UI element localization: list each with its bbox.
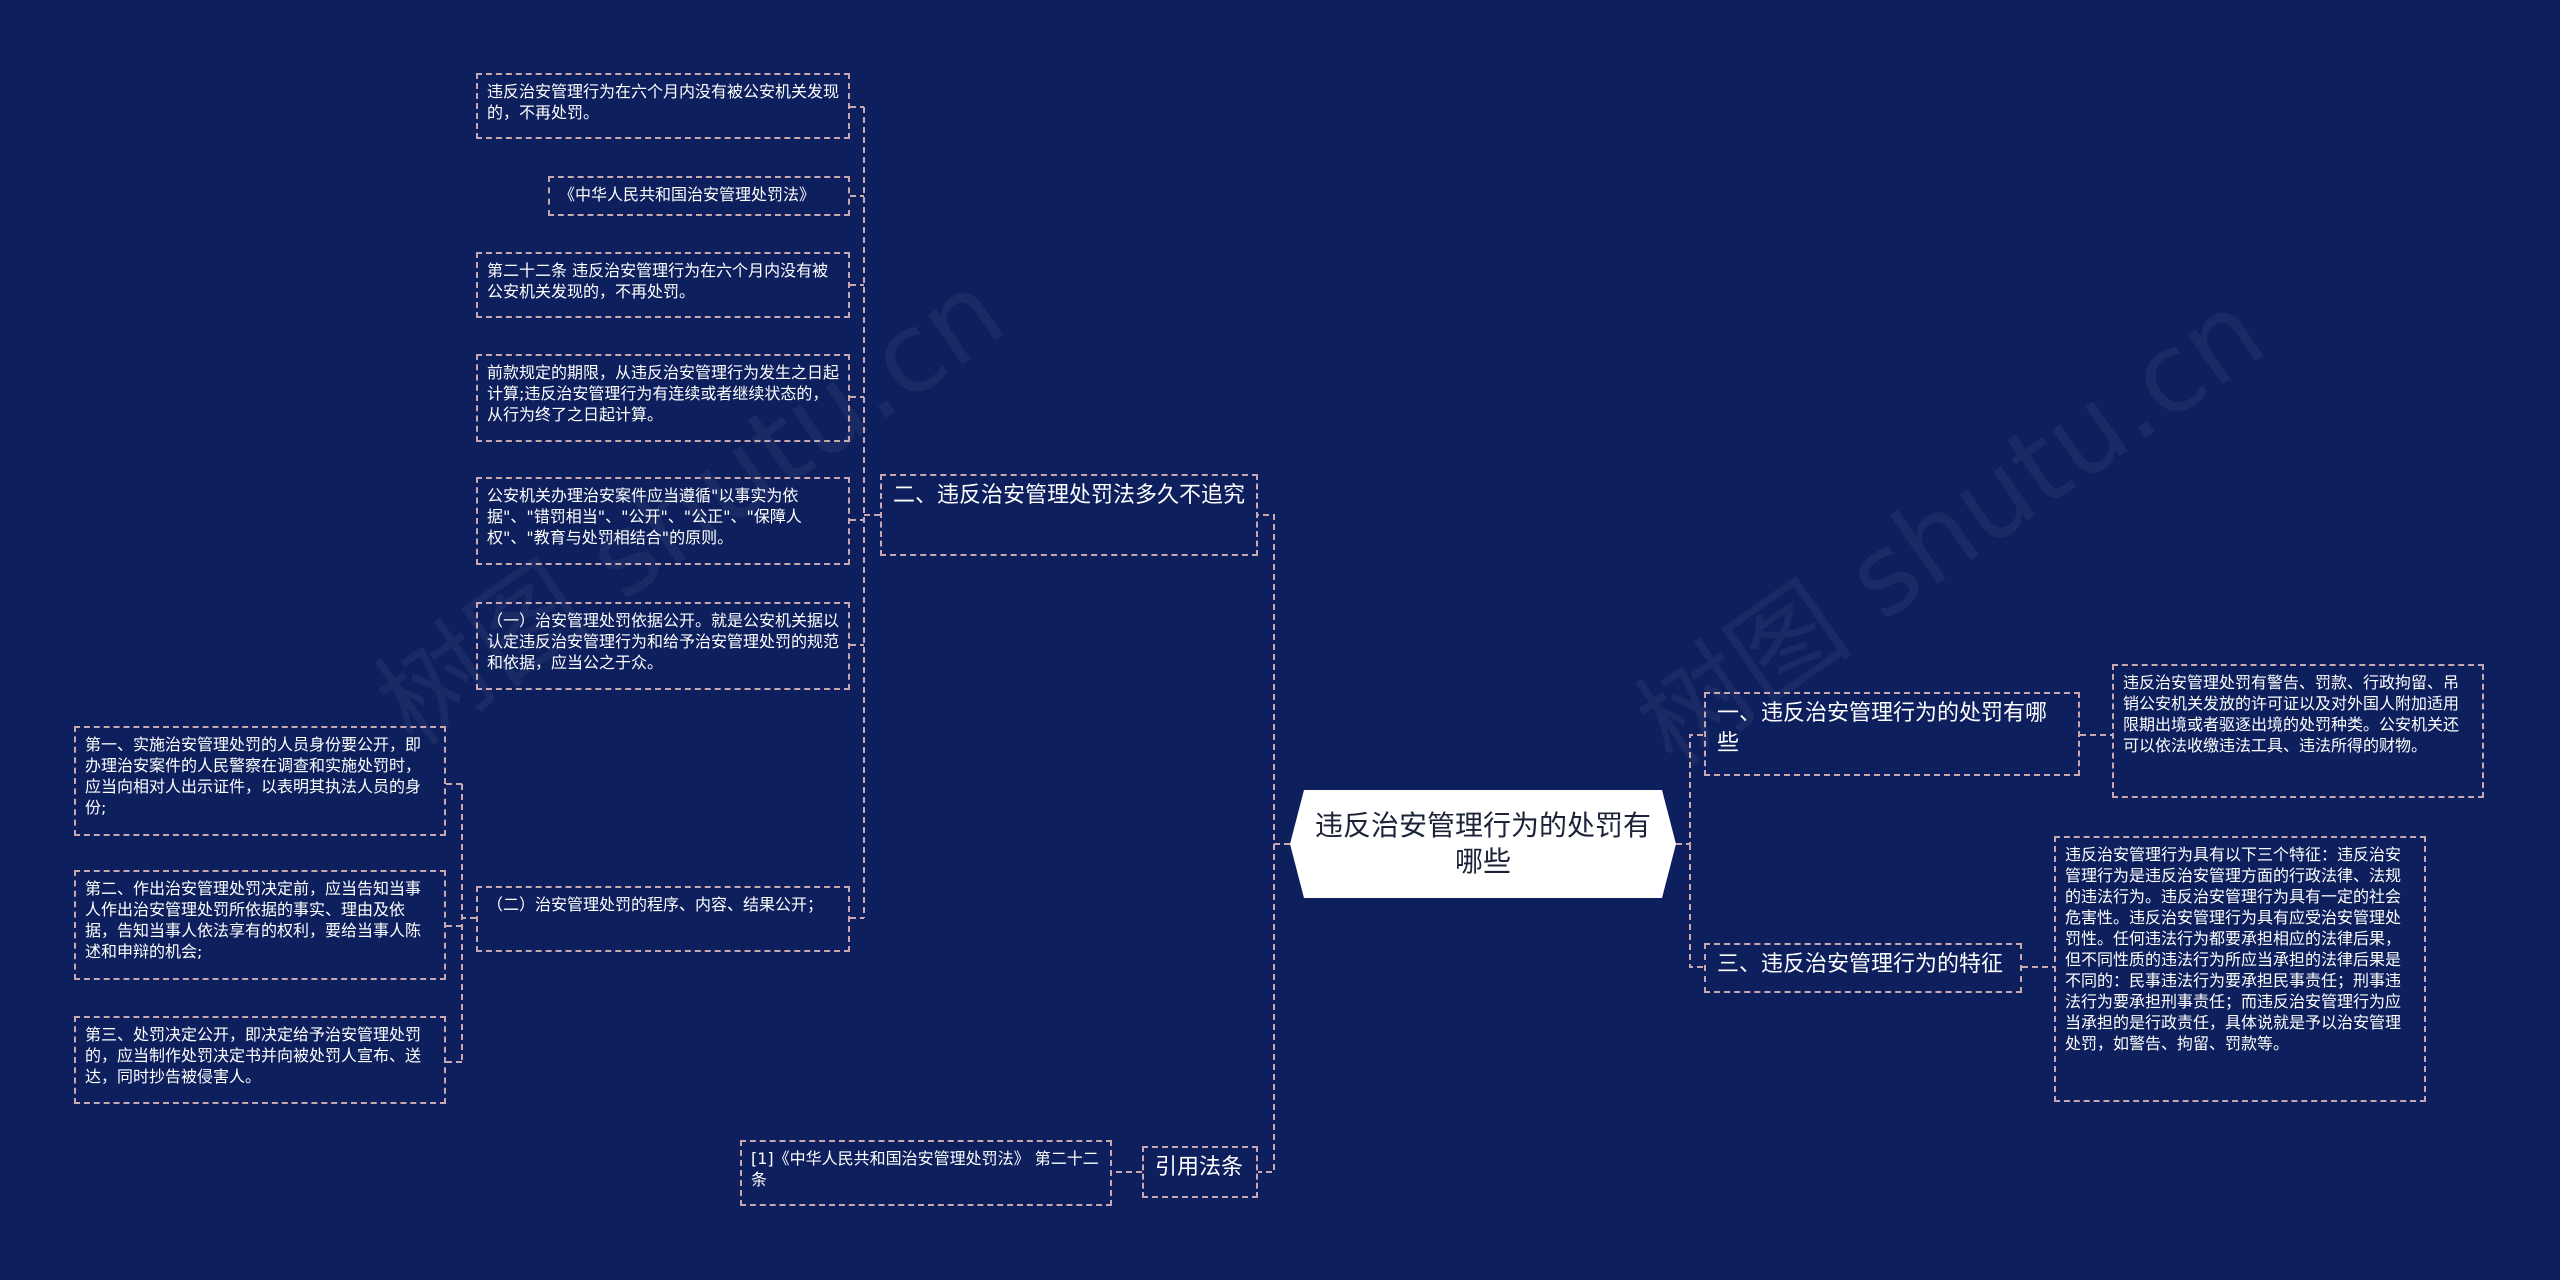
leaf-six-months[interactable]: 违反治安管理行为在六个月内没有被公安机关发现的，不再处罚。 (476, 73, 850, 139)
leaf-identity-public[interactable]: 第一、实施治安管理处罚的人员身份要公开，即办理治安案件的人民警察在调查和实施处罚… (74, 726, 446, 836)
leaf-penalty-types[interactable]: 违反治安管理处罚有警告、罚款、行政拘留、吊销公安机关发放的许可证以及对外国人附加… (2112, 664, 2484, 798)
branch-citations[interactable]: 引用法条 (1142, 1146, 1258, 1198)
leaf-principles[interactable]: 公安机关办理治安案件应当遵循"以事实为依据"、"错罚相当"、"公开"、"公正"、… (476, 477, 850, 565)
leaf-procedure-public[interactable]: （二）治安管理处罚的程序、内容、结果公开； (476, 886, 850, 952)
branch-characteristics[interactable]: 三、违反治安管理行为的特征 (1704, 943, 2022, 993)
connector-line (1258, 844, 1275, 1173)
leaf-decision-public[interactable]: 第三、处罚决定公开，即决定给予治安管理处罚的，应当制作处罚决定书并向被处罚人宣布… (74, 1016, 446, 1104)
root-topic[interactable]: 违反治安管理行为的处罚有哪些 (1290, 790, 1676, 898)
leaf-article-22[interactable]: 第二十二条 违反治安管理行为在六个月内没有被公安机关发现的，不再处罚。 (476, 252, 850, 318)
leaf-law-title[interactable]: 《中华人民共和国治安管理处罚法》 (548, 176, 850, 216)
leaf-period-calculation[interactable]: 前款规定的期限，从违反治安管理行为发生之日起计算;违反治安管理行为有连续或者继续… (476, 354, 850, 442)
branch-penalties[interactable]: 一、违反治安管理行为的处罚有哪些 (1704, 692, 2080, 776)
connector-line (1689, 844, 1704, 968)
leaf-basis-public[interactable]: （一）治安管理处罚依据公开。就是公安机关据以认定违反治安管理行为和给予治安管理处… (476, 602, 850, 690)
connector-line (1676, 734, 1704, 845)
branch-time-limit[interactable]: 二、违反治安管理处罚法多久不追究 (880, 474, 1258, 556)
leaf-notify-before-decision[interactable]: 第二、作出治安管理处罚决定前，应当告知当事人作出治安管理处罚所依据的事实、理由及… (74, 870, 446, 980)
leaf-characteristics[interactable]: 违反治安管理行为具有以下三个特征：违反治安管理行为是违反治安管理方面的行政法律、… (2054, 836, 2426, 1102)
connector-line (1258, 514, 1290, 845)
leaf-citation[interactable]: [1]《中华人民共和国治安管理处罚法》 第二十二条 (740, 1140, 1112, 1206)
